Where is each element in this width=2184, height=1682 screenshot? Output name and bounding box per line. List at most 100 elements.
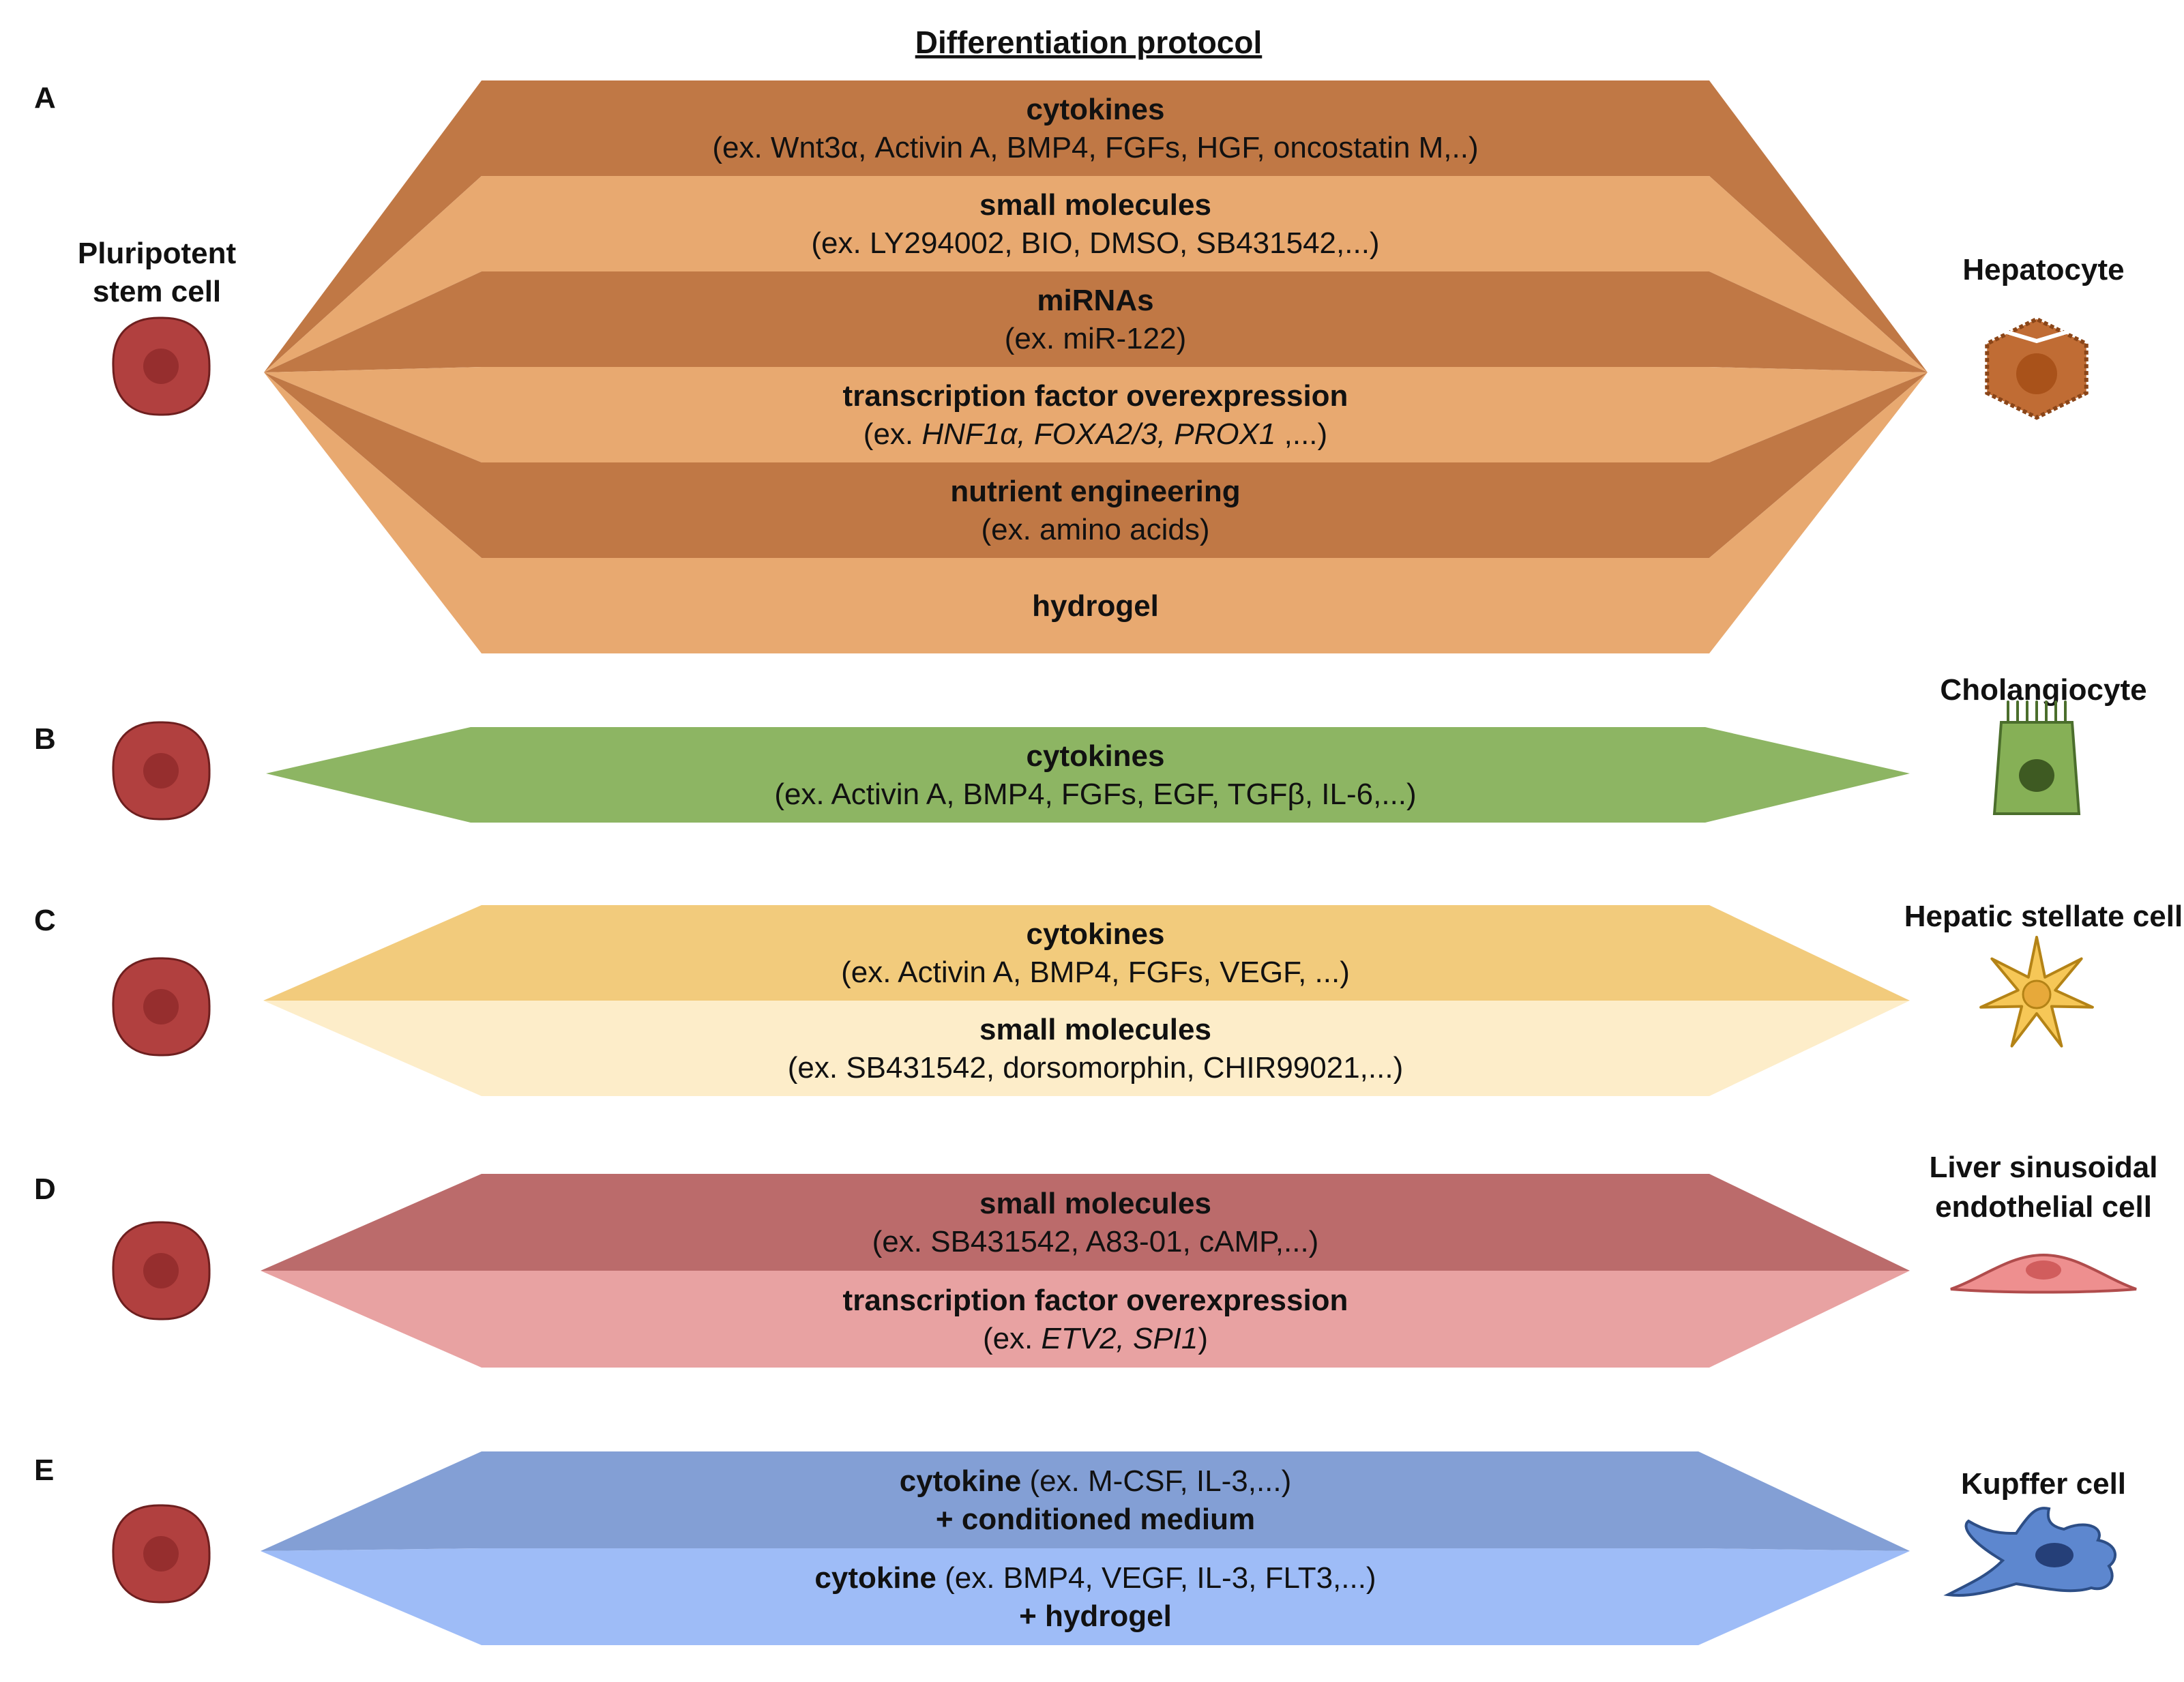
panel-letter: A — [34, 81, 56, 115]
protocol-band — [263, 1001, 1910, 1096]
band-label-segment: (ex. SB431542, dorsomorphin, CHIR99021,.… — [788, 1051, 1403, 1085]
pluripotent-stem-cell-icon — [112, 316, 211, 416]
band-label-segment: + hydrogel — [1019, 1599, 1172, 1633]
band-label-line: + conditioned medium — [936, 1503, 1255, 1536]
band-label-line: transcription factor overexpression — [843, 1284, 1348, 1317]
band-label-line: (ex. LY294002, BIO, DMSO, SB431542,...) — [811, 226, 1379, 260]
band-label-line: cytokines — [1027, 917, 1165, 951]
band-label-line: small molecules — [979, 1013, 1211, 1046]
band-label-segment: (ex. BMP4, VEGF, IL-3, FLT3,...) — [936, 1561, 1376, 1595]
band-label-segment: cytokines — [1027, 739, 1165, 773]
band-label-segment: + conditioned medium — [936, 1503, 1255, 1536]
target-cell-label: Hepatic stellate cell — [1904, 900, 2183, 933]
stellate-cell-icon — [1979, 936, 2094, 1048]
target-cell-label: Kupffer cell — [1961, 1467, 2126, 1501]
endothelial-cell-icon — [1950, 1253, 2137, 1294]
panel-letter: C — [34, 904, 56, 937]
band-label-line: (ex. Wnt3α, Activin A, BMP4, FGFs, HGF, … — [712, 131, 1478, 164]
target-cell-label: Liver sinusoidal — [1930, 1151, 2158, 1184]
band-label-line: (ex. HNF1α, FOXA2/3, PROX1 ,...) — [864, 417, 1327, 451]
band-label-segment: (ex. Wnt3α, Activin A, BMP4, FGFs, HGF, … — [712, 131, 1478, 164]
protocol-band — [264, 367, 1928, 462]
hepatocyte-icon — [1985, 316, 2089, 420]
cholangiocyte-icon — [1992, 700, 2081, 815]
band-label-segment: (ex. miR-122) — [1005, 322, 1187, 355]
band-label-line: (ex. SB431542, dorsomorphin, CHIR99021,.… — [788, 1051, 1403, 1085]
protocol-band — [263, 905, 1910, 1001]
band-label-segment: cytokine — [814, 1561, 936, 1595]
band-label-line: transcription factor overexpression — [843, 379, 1348, 413]
protocol-band — [266, 727, 1910, 823]
protocol-band — [261, 1271, 1910, 1368]
band-label-line: + hydrogel — [1019, 1599, 1172, 1633]
target-cell-label: Hepatocyte — [1962, 253, 2124, 286]
band-label-line: (ex. miR-122) — [1005, 322, 1187, 355]
kupffer-cell-icon — [1943, 1507, 2116, 1597]
band-label-line: (ex. ETV2, SPI1) — [983, 1322, 1208, 1355]
band-label-segment: ,...) — [1275, 417, 1327, 451]
band-label-segment: (ex. amino acids) — [981, 513, 1209, 546]
band-label-segment: (ex. Activin A, BMP4, FGFs, EGF, TGFβ, I… — [774, 778, 1416, 811]
band-label-segment: miRNAs — [1037, 284, 1153, 317]
pluripotent-stem-cell-icon — [112, 721, 211, 821]
band-label-line: miRNAs — [1037, 284, 1153, 317]
band-label-segment: small molecules — [979, 1013, 1211, 1046]
protocol-band — [264, 176, 1928, 372]
pluripotent-stem-cell-icon — [112, 1504, 211, 1604]
band-label-segment: cytokine — [900, 1464, 1022, 1498]
protocol-band — [261, 1174, 1910, 1271]
target-cell-label: Cholangiocyte — [1940, 673, 2146, 707]
band-label-line: cytokine (ex. BMP4, VEGF, IL-3, FLT3,...… — [814, 1561, 1376, 1595]
band-label-line: small molecules — [979, 188, 1211, 222]
protocol-band — [261, 1451, 1910, 1551]
start-cell-label: Pluripotent — [78, 237, 237, 270]
band-label-line: (ex. Activin A, BMP4, FGFs, EGF, TGFβ, I… — [774, 778, 1416, 811]
start-cell-label: stem cell — [93, 275, 221, 308]
band-label-line: cytokine (ex. M-CSF, IL-3,...) — [900, 1464, 1292, 1498]
protocol-band — [264, 372, 1928, 653]
band-label-segment: ETV2, SPI1 — [1042, 1322, 1198, 1355]
band-label-line: (ex. Activin A, BMP4, FGFs, VEGF, ...) — [841, 956, 1350, 989]
protocol-band — [261, 1548, 1910, 1645]
protocol-band — [264, 372, 1928, 558]
band-label-segment: (ex. LY294002, BIO, DMSO, SB431542,...) — [811, 226, 1379, 260]
band-label-segment: (ex. M-CSF, IL-3,...) — [1021, 1464, 1291, 1498]
protocol-band — [264, 80, 1928, 372]
panel-letter: E — [34, 1454, 54, 1487]
pluripotent-stem-cell-icon — [112, 957, 211, 1057]
panel-letter: D — [34, 1172, 56, 1206]
band-label-segment: (ex. — [983, 1322, 1042, 1355]
panel-letter: B — [34, 722, 56, 756]
band-label-segment: (ex. Activin A, BMP4, FGFs, VEGF, ...) — [841, 956, 1350, 989]
band-label-segment: cytokines — [1027, 93, 1165, 126]
band-label-line: (ex. SB431542, A83-01, cAMP,...) — [872, 1225, 1319, 1258]
band-label-segment: nutrient engineering — [950, 475, 1240, 508]
pluripotent-stem-cell-icon — [112, 1221, 211, 1320]
band-label-segment: cytokines — [1027, 917, 1165, 951]
band-label-segment: ) — [1198, 1322, 1208, 1355]
band-label-segment: transcription factor overexpression — [843, 1284, 1348, 1317]
band-label-line: nutrient engineering — [950, 475, 1240, 508]
band-label-line: (ex. amino acids) — [981, 513, 1209, 546]
band-label-segment: (ex. — [864, 417, 922, 451]
band-label-segment: hydrogel — [1032, 589, 1159, 623]
band-label-line: hydrogel — [1032, 589, 1159, 623]
band-label-segment: HNF1α, FOXA2/3, PROX1 — [921, 417, 1275, 451]
band-label-segment: small molecules — [979, 188, 1211, 222]
diagram-title: Differentiation protocol — [915, 25, 1263, 60]
band-label-line: cytokines — [1027, 739, 1165, 773]
target-cell-label: endothelial cell — [1935, 1190, 2152, 1224]
band-label-segment: (ex. SB431542, A83-01, cAMP,...) — [872, 1225, 1319, 1258]
band-label-line: cytokines — [1027, 93, 1165, 126]
protocol-band — [264, 271, 1928, 372]
band-label-segment: small molecules — [979, 1187, 1211, 1220]
band-label-segment: transcription factor overexpression — [843, 379, 1348, 413]
band-label-line: small molecules — [979, 1187, 1211, 1220]
